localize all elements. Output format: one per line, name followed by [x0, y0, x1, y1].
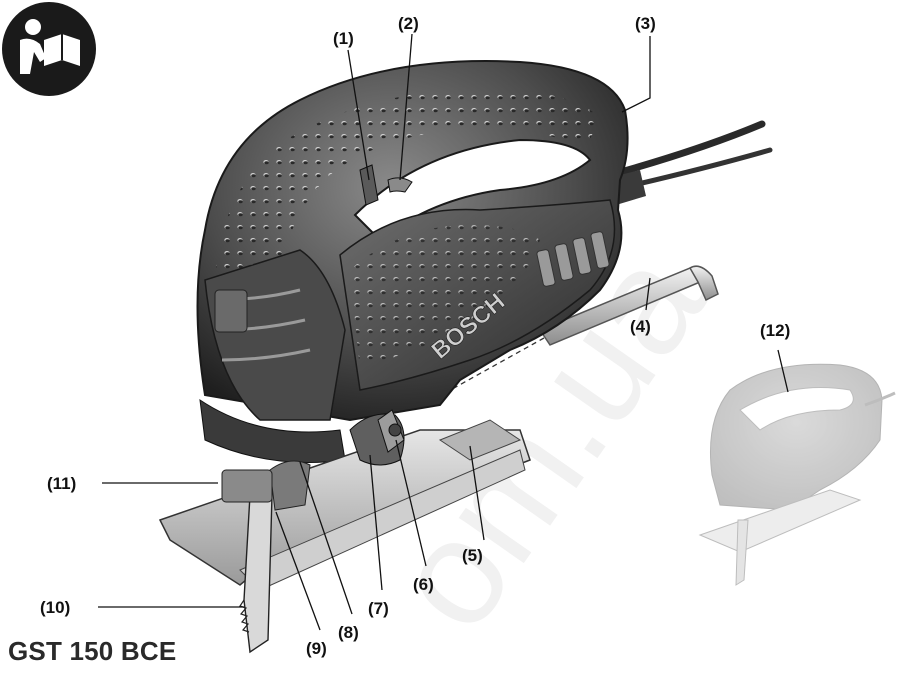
- callout-6: (6): [413, 575, 434, 594]
- callout-3: (3): [635, 14, 656, 33]
- callout-10: (10): [40, 598, 70, 617]
- callout-11: (11): [47, 474, 76, 493]
- callouts: (1) (2) (3) (4) (5) (6) (7) (8) (9) (10)…: [40, 14, 790, 658]
- model-name: GST 150 BCE: [8, 636, 177, 666]
- jigsaw-body: BOSCH: [196, 60, 629, 463]
- leader-lines: [98, 33, 789, 631]
- callout-9: (9): [306, 639, 327, 658]
- read-manual-icon: [2, 2, 96, 96]
- jigsaw-preview: [698, 363, 896, 586]
- callout-7: (7): [368, 599, 389, 618]
- callout-4: (4): [630, 317, 651, 336]
- callout-8: (8): [338, 623, 359, 642]
- callout-2: (2): [398, 14, 419, 33]
- saw-blade: [221, 469, 273, 654]
- callout-5: (5): [462, 546, 483, 565]
- callout-1: (1): [333, 29, 354, 48]
- callout-12: (12): [760, 321, 790, 340]
